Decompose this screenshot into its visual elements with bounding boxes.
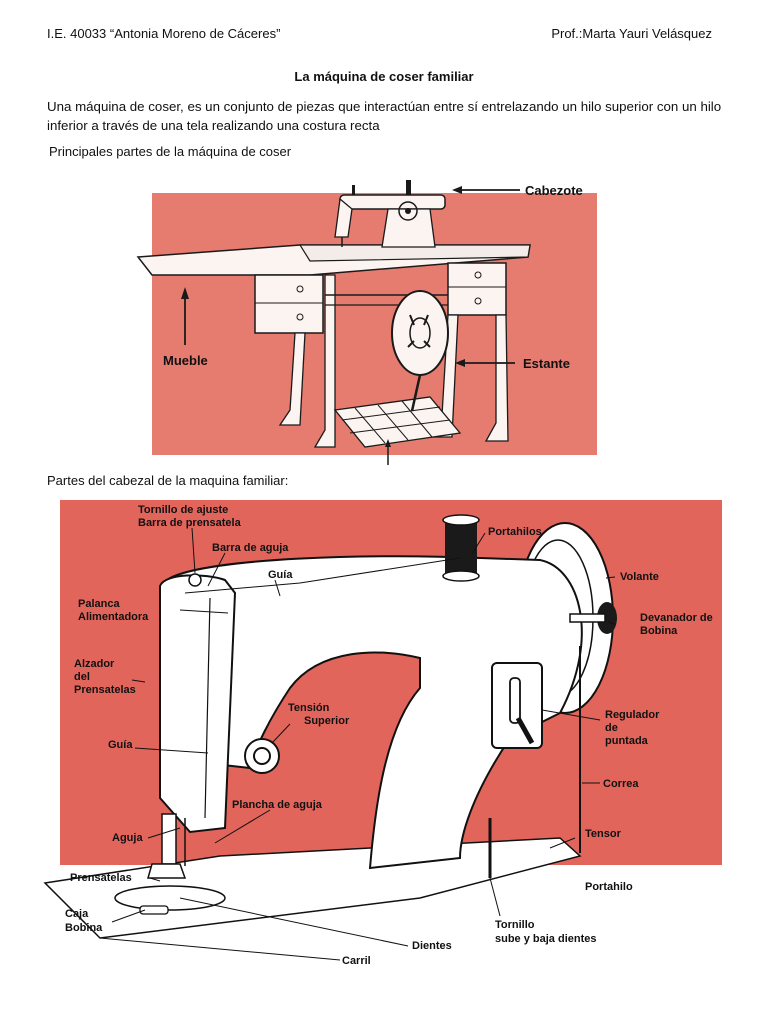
sewing-machine-table-illustration: Cabezote Mueble Estante xyxy=(136,180,597,465)
label-alimentadora: Alimentadora xyxy=(78,611,149,623)
treadle-pedal xyxy=(333,396,462,448)
label-devanador: Devanador de xyxy=(640,612,713,624)
label-dientes: Dientes xyxy=(412,940,452,952)
label-regulador-de: de xyxy=(605,722,618,734)
label-barra-aguja: Barra de aguja xyxy=(212,542,289,554)
intro-paragraph: Una máquina de coser, es un conjunto de … xyxy=(47,99,722,133)
section-main-parts: Principales partes de la máquina de cose… xyxy=(49,144,292,159)
presser-foot-and-needle xyxy=(147,813,187,879)
right-drawers xyxy=(447,262,507,316)
label-carril: Carril xyxy=(342,955,371,967)
label-bobina: Bobina xyxy=(65,922,103,934)
label-guia-top: Guía xyxy=(268,569,293,581)
label-plancha-aguja: Plancha de aguja xyxy=(232,799,323,811)
label-sube-baja-dientes: sube y baja dientes xyxy=(495,933,596,945)
label-tension: Tensión xyxy=(288,702,330,714)
label-tornillo: Tornillo xyxy=(495,919,535,931)
label-caja: Caja xyxy=(65,908,89,920)
left-leg xyxy=(278,332,306,426)
sewing-machine-head-diagram: Tornillo de ajuste Barra de prensatela B… xyxy=(43,500,722,967)
bobbin-winder xyxy=(569,602,617,634)
bobbin-case xyxy=(139,905,169,915)
label-alzador: Alzador xyxy=(74,658,115,670)
adjusting-screw xyxy=(188,573,202,587)
label-alzador-prensatelas: Prensatelas xyxy=(74,684,136,696)
label-puntada: puntada xyxy=(605,735,649,747)
needle-head xyxy=(159,574,237,834)
leader-lines xyxy=(99,527,616,961)
machine-arm xyxy=(168,555,583,870)
left-drawers xyxy=(254,274,324,334)
tension-disc xyxy=(244,738,280,774)
label-superior: Superior xyxy=(304,715,350,727)
label-cabezote: Cabezote xyxy=(525,183,583,198)
page-title: La máquina de coser familiar xyxy=(294,69,474,84)
label-palanca: Palanca xyxy=(78,598,120,610)
label-guia-left: Guía xyxy=(108,739,133,751)
label-tornillo-ajuste: Tornillo de ajuste xyxy=(138,504,228,516)
label-aguja: Aguja xyxy=(112,832,143,844)
label-mueble: Mueble xyxy=(163,353,208,368)
flywheel xyxy=(391,290,449,376)
label-barra-prensatela: Barra de prensatela xyxy=(138,517,242,529)
label-portahilos: Portahilos xyxy=(488,526,542,538)
label-estante: Estante xyxy=(523,356,570,371)
teacher-name: Prof.:Marta Yauri Velásquez xyxy=(551,26,712,41)
label-regulador: Regulador xyxy=(605,709,660,721)
school-name: I.E. 40033 “Antonia Moreno de Cáceres” xyxy=(47,26,281,41)
needle-plate xyxy=(114,885,226,911)
label-portahilo: Portahilo xyxy=(585,881,633,893)
machine-head xyxy=(334,180,446,248)
label-alzador-del: del xyxy=(74,671,90,683)
thread-spool xyxy=(442,514,480,582)
label-tensor: Tensor xyxy=(585,828,622,840)
label-devanador-bobina: Bobina xyxy=(640,625,678,637)
label-correa: Correa xyxy=(603,778,639,790)
section-head-parts: Partes del cabezal de la maquina familia… xyxy=(47,473,289,488)
label-prensatelas: Prensatelas xyxy=(70,872,132,884)
label-volante: Volante xyxy=(620,571,659,583)
stitch-regulator xyxy=(491,662,543,749)
right-leg xyxy=(428,314,459,438)
